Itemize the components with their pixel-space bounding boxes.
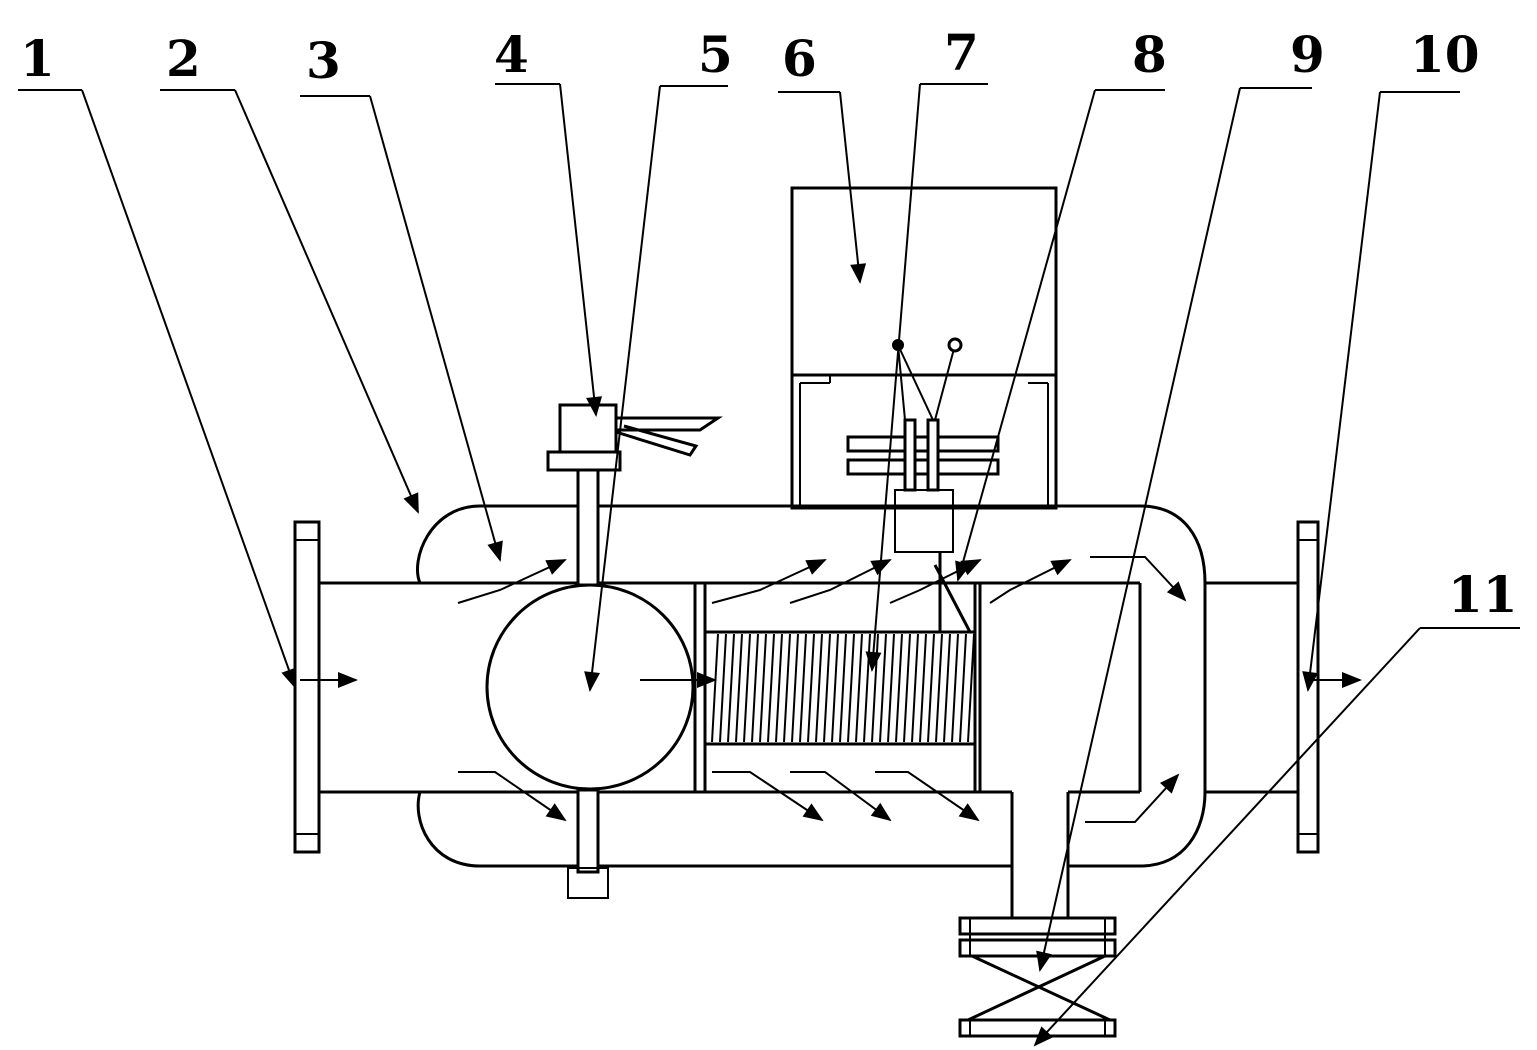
label-11: 11 xyxy=(1448,565,1518,624)
screen-hatch-line xyxy=(791,633,799,743)
valve-shaft xyxy=(546,403,723,899)
part-labels: 1 2 3 4 5 6 7 8 9 10 11 xyxy=(20,23,1518,624)
label-3: 3 xyxy=(306,31,341,90)
screen-hatch-line xyxy=(935,633,943,743)
screen-hatch-line xyxy=(783,633,791,743)
screen-hatch-line xyxy=(823,633,831,743)
screen-hatch-line xyxy=(847,633,855,743)
scraper-assembly xyxy=(846,337,1000,633)
screen-hatch-line xyxy=(903,633,911,743)
label-4: 4 xyxy=(494,25,529,84)
label-10: 10 xyxy=(1410,25,1480,84)
screen-hatch-line xyxy=(967,633,975,743)
screen-hatch-line xyxy=(743,633,751,743)
screen-hatch-line xyxy=(807,633,815,743)
leader-lines xyxy=(18,83,1520,1047)
label-8: 8 xyxy=(1132,25,1167,84)
screen-hatch-line xyxy=(855,633,863,743)
screen-hatch-line xyxy=(895,633,903,743)
screen-hatch-line xyxy=(831,633,839,743)
screen-hatch-line xyxy=(879,633,887,743)
screen-hatch-line xyxy=(759,633,767,743)
label-1: 1 xyxy=(20,29,55,88)
screen-hatch-line xyxy=(799,633,807,743)
screen-hatch-line xyxy=(951,633,959,743)
drain-assembly xyxy=(958,792,1117,1038)
label-2: 2 xyxy=(166,29,201,88)
screen-hatch-line xyxy=(959,633,967,743)
label-9: 9 xyxy=(1290,25,1325,84)
inlet-flange xyxy=(293,520,420,854)
label-7: 7 xyxy=(944,23,979,82)
screen-hatch-line xyxy=(887,633,895,743)
screen-hatch-line xyxy=(735,633,743,743)
screen-hatch-line xyxy=(711,633,719,743)
screen-hatch-line xyxy=(943,633,951,743)
screen-hatch-line xyxy=(919,633,927,743)
screen-hatch-line xyxy=(751,633,759,743)
label-5: 5 xyxy=(698,25,733,84)
vessel-shell xyxy=(416,504,1207,868)
screen-hatch-line xyxy=(767,633,775,743)
screen-hatch-line xyxy=(719,633,727,743)
screen-hatch-line xyxy=(775,633,783,743)
screen-hatch-line xyxy=(839,633,847,743)
outlet-flange xyxy=(1205,520,1320,854)
screen-hatch-line xyxy=(727,633,735,743)
screen-hatch-line xyxy=(927,633,935,743)
label-6: 6 xyxy=(782,29,817,88)
screen-hatch-line xyxy=(911,633,919,743)
screen-hatch-line xyxy=(815,633,823,743)
drive-housing xyxy=(790,186,1058,510)
filter-screen xyxy=(703,583,982,792)
